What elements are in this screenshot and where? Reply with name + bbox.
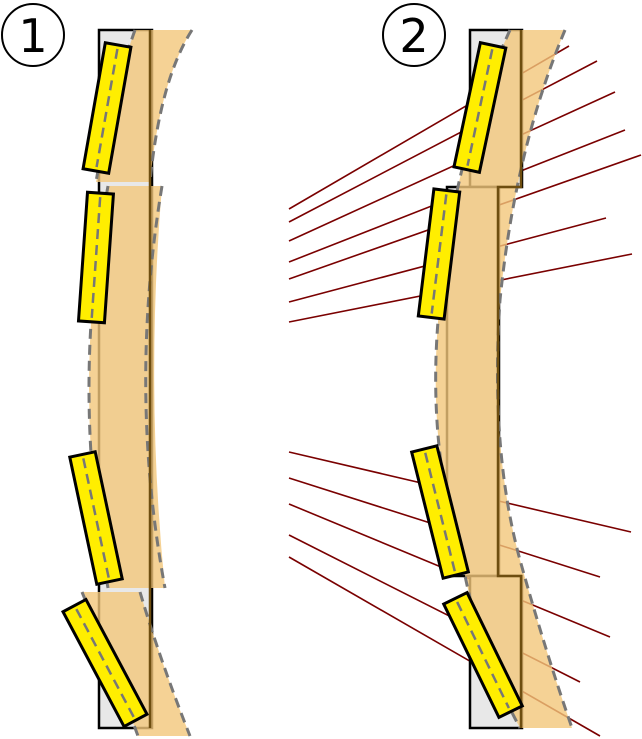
ray xyxy=(288,60,598,223)
panel-1-yellow-block-4 xyxy=(60,597,150,729)
panel-2-yellow-block-1 xyxy=(452,40,508,175)
panel-2-center-line xyxy=(496,30,523,728)
ray xyxy=(288,91,616,242)
panel-number-badge-2: 2 xyxy=(382,3,446,67)
panel-2: 2 xyxy=(382,3,574,730)
panel-1-yellow-block-3 xyxy=(67,449,125,587)
panel-number-1: 1 xyxy=(18,9,47,63)
panel-2-band xyxy=(435,30,572,728)
panel-1-yellow-block-1 xyxy=(81,40,133,176)
panel-2-yellow-block-2 xyxy=(416,187,462,321)
panel-1-yellow-blocks xyxy=(60,40,150,729)
panel-1-band-segment-bottom xyxy=(82,592,190,736)
panel-2-beam-band xyxy=(434,29,574,729)
panel-2-yellow-blocks xyxy=(409,40,525,720)
panel-1-yellow-block-2 xyxy=(76,190,116,325)
panel-number-2: 2 xyxy=(399,9,428,63)
panel-1-band-segment-top xyxy=(96,30,192,182)
panel-2-yellow-block-3 xyxy=(409,443,471,581)
panel-2-yellow-block-4 xyxy=(441,590,525,720)
panel-1: 1 xyxy=(1,3,194,737)
panel-number-badge-1: 1 xyxy=(1,3,65,67)
